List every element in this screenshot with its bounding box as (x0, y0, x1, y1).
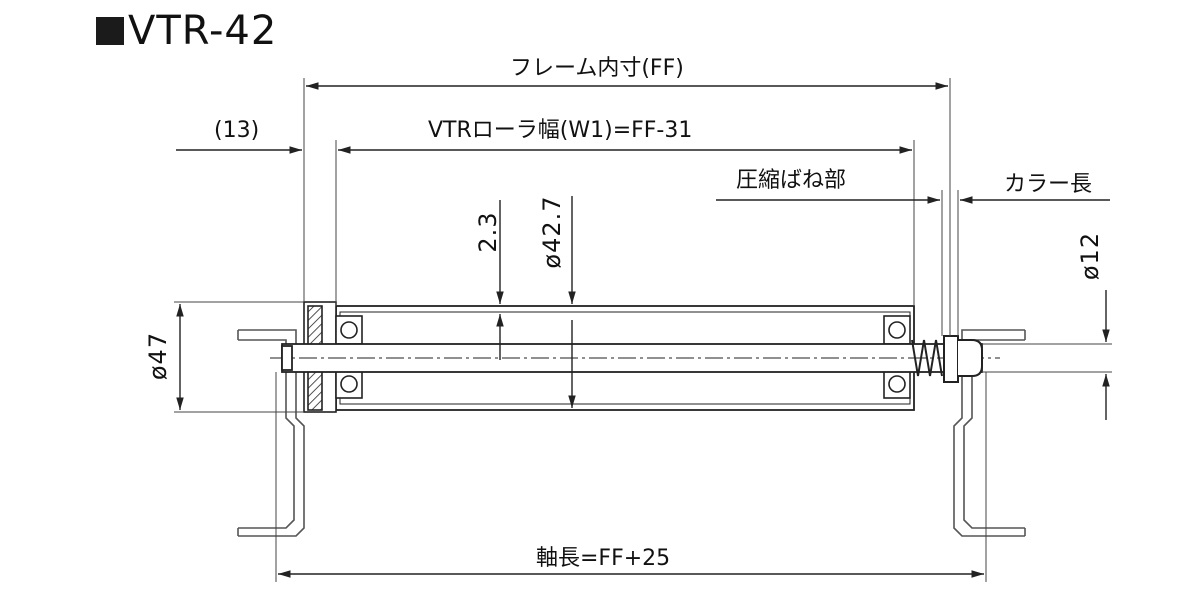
extension-lines (174, 78, 1112, 582)
title-square-icon (96, 17, 124, 45)
roller-width-label: VTRローラ幅(W1)=FF-31 (428, 118, 693, 143)
dimension-lines (176, 82, 1110, 578)
roller-diameter-label: ø42.7 (538, 195, 566, 269)
shaft-length-label: 軸長=FF+25 (536, 546, 671, 571)
collar-length-label: カラー長 (1004, 172, 1093, 197)
title-text: VTR-42 (128, 8, 278, 54)
diagram-title: VTR-42 (96, 8, 277, 54)
compression-spring (911, 335, 983, 383)
thickness-label: 2.3 (474, 211, 502, 253)
left-frame (237, 329, 305, 537)
shaft-diameter-label: ø12 (1076, 231, 1104, 281)
outer-diameter-label: ø47 (144, 331, 172, 381)
shaft (270, 343, 1000, 373)
offset-13-label: (13) (214, 118, 260, 143)
bearings (335, 315, 911, 399)
spring-section-label: 圧縮ばね部 (736, 168, 847, 193)
frame-inner-label: フレーム内寸(FF) (510, 56, 684, 81)
